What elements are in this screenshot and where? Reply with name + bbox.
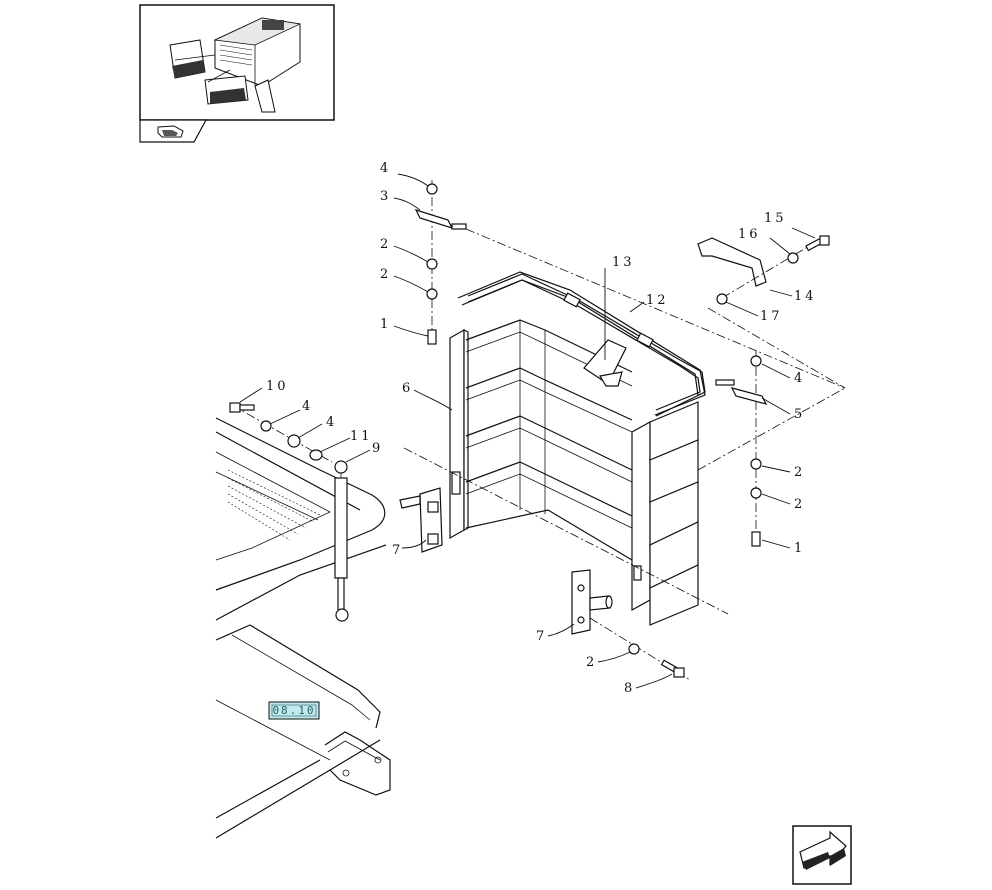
cab-platform-outline: [215, 417, 391, 839]
callout-2: 2: [794, 465, 805, 480]
left-fastener-stack: [414, 180, 846, 389]
callout-2: 2: [586, 655, 597, 670]
strut-hardware-row: [229, 402, 333, 463]
callout-16: 16: [738, 227, 761, 242]
callout-7: 7: [392, 543, 403, 558]
callout-4: 4: [380, 161, 391, 176]
callout-labels: 4 3 2 2 1 6 10 4 4 11 9 7 7 2 8 13 12 15…: [266, 161, 817, 696]
bracket-13: [583, 339, 627, 387]
top-right-hardware: [716, 235, 830, 305]
tubular-rail-12: [467, 273, 706, 417]
bracket-14: [697, 237, 767, 287]
callout-7: 7: [536, 629, 547, 644]
callout-6: 6: [402, 381, 413, 396]
callout-1: 1: [380, 317, 391, 332]
reference-box-label: 08.10: [272, 704, 315, 717]
callout-3: 3: [380, 189, 391, 204]
callout-2: 2: [380, 237, 391, 252]
reference-box[interactable]: 08.10: [268, 701, 320, 720]
callout-17: 17: [760, 309, 783, 324]
callout-13: 13: [612, 255, 635, 270]
next-page-arrow-icon: [799, 830, 847, 870]
machine-overview-thumbnail[interactable]: [139, 4, 335, 143]
machine-overview-icon: [169, 17, 302, 113]
callout-4: 4: [326, 415, 337, 430]
hinge-7-lower: [571, 569, 613, 635]
storage-tray-frame: [457, 271, 706, 626]
lower-hardware: [589, 617, 691, 681]
hinge-7-left: [399, 487, 443, 553]
callout-12: 12: [646, 293, 669, 308]
callout-4: 4: [302, 399, 313, 414]
callout-10: 10: [266, 379, 289, 394]
callout-11: 11: [350, 429, 373, 444]
callout-15: 15: [764, 211, 787, 226]
callout-2: 2: [794, 497, 805, 512]
callout-5: 5: [794, 407, 805, 422]
callout-4: 4: [794, 371, 805, 386]
next-page-button[interactable]: [792, 825, 852, 885]
right-fastener-stack: [403, 307, 846, 615]
navigation-hand-icon: [157, 125, 184, 138]
leader-lines: [239, 173, 816, 689]
callout-1: 1: [794, 541, 805, 556]
callout-8: 8: [624, 681, 635, 696]
callout-2: 2: [380, 267, 391, 282]
callout-9: 9: [372, 441, 383, 456]
gas-strut: [334, 460, 349, 622]
side-panel-6: [449, 328, 469, 540]
callout-14: 14: [794, 289, 817, 304]
